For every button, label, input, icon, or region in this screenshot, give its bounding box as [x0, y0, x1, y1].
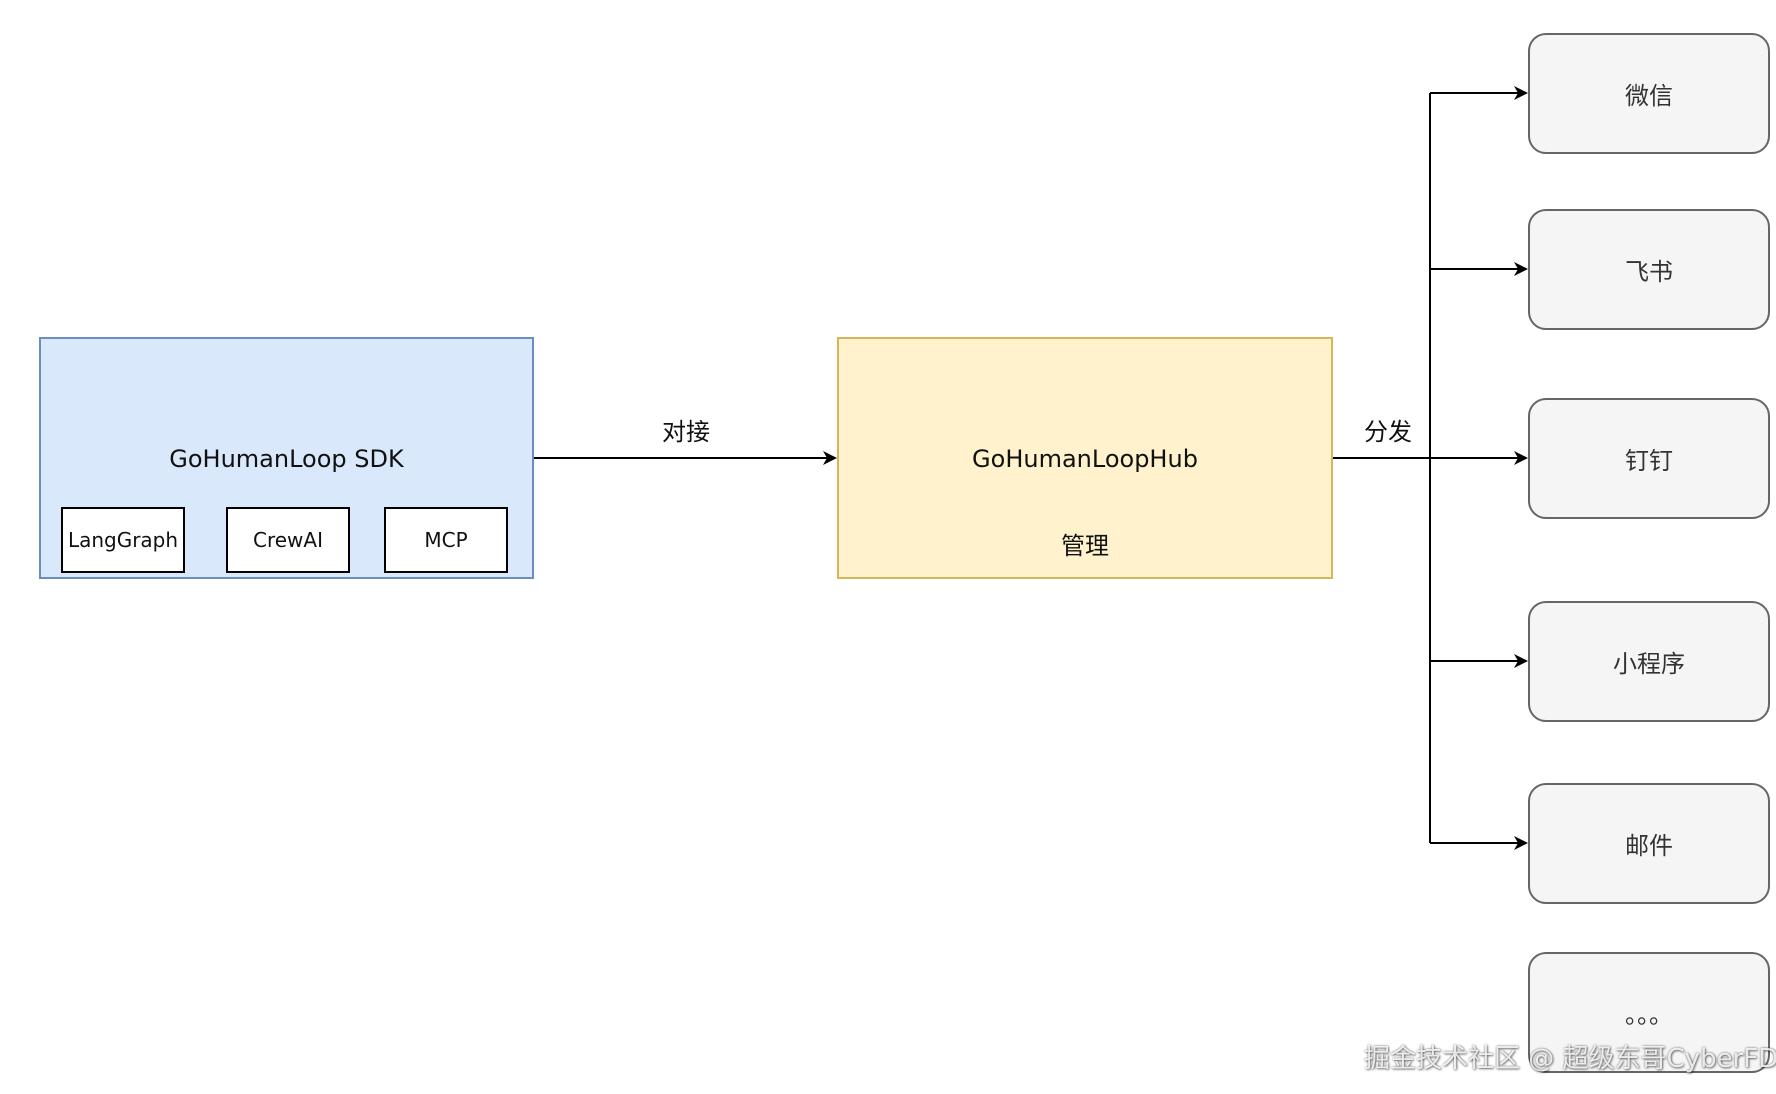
framework-mcp: MCP: [384, 507, 508, 573]
framework-crewai: CrewAI: [226, 507, 350, 573]
channel-wechat: 微信: [1528, 33, 1770, 154]
channel-more: 。。。: [1528, 952, 1770, 1073]
channel-feishu: 飞书: [1528, 209, 1770, 330]
connect-edge-label: 对接: [660, 412, 712, 447]
channel-dingtalk: 钉钉: [1528, 398, 1770, 519]
sdk-title: GoHumanLoop SDK: [169, 445, 404, 473]
hub-subtitle: 管理: [1061, 532, 1109, 560]
framework-langgraph: LangGraph: [61, 507, 185, 573]
watermark: 掘金技术社区 @ 超级东哥CyberFD: [1364, 1044, 1776, 1074]
channel-email: 邮件: [1528, 783, 1770, 904]
hub-title: GoHumanLoopHub: [972, 445, 1198, 473]
dispatch-edge-label: 分发: [1362, 412, 1414, 447]
hub-container: GoHumanLoopHub 管理: [837, 337, 1333, 579]
channel-miniprogram: 小程序: [1528, 601, 1770, 722]
sdk-container: GoHumanLoop SDK LangGraph CrewAI MCP: [39, 337, 534, 579]
